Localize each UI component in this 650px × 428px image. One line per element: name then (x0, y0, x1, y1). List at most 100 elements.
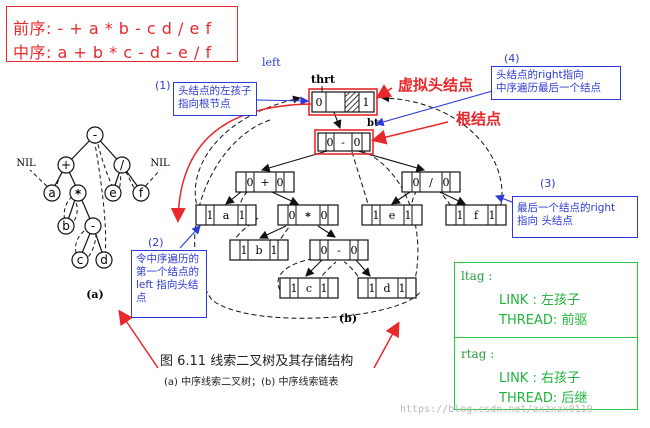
note2-line: 令中序遍历的 (136, 253, 199, 265)
svg-text:1: 1 (399, 282, 406, 295)
svg-text:0: 0 (277, 176, 284, 189)
figure-caption-title: 图 6.11 线索二叉树及其存储结构 (160, 354, 354, 369)
svg-text:1: 1 (207, 209, 214, 222)
svg-text:0: 0 (354, 136, 361, 149)
inorder-text: 中序: a + b * c - d - e / f (13, 43, 212, 62)
svg-text:0: 0 (327, 136, 334, 149)
rtag-title: rtag : (461, 347, 495, 361)
svg-text:e: e (389, 209, 396, 222)
note2-line: 第一个结点的 (136, 266, 199, 278)
tree-a-node: b (57, 217, 75, 235)
svg-text:1: 1 (369, 282, 376, 295)
note3-line: 最后一个结点的right (517, 202, 616, 214)
svg-text:f: f (139, 186, 144, 200)
legend-divider (455, 337, 637, 338)
red-arrows (118, 84, 449, 369)
root-label: 根结点 (456, 110, 502, 128)
svg-text:1: 1 (271, 244, 278, 257)
tree-a-node: - (86, 126, 104, 144)
tree-a-node: f (132, 184, 150, 202)
svg-text:1: 1 (291, 282, 298, 295)
tree-a-node: e (104, 184, 122, 202)
svg-text:d: d (100, 253, 108, 267)
note2-line: left 指向头结 (136, 279, 199, 291)
note1-number: (1) (155, 79, 171, 92)
tree-a-node: / (113, 156, 131, 174)
svg-text:/: / (429, 176, 433, 189)
svg-text:0: 0 (321, 244, 328, 257)
note2-line: 点 (136, 292, 147, 304)
virtual-head-label: 虚拟头结点 (398, 76, 474, 94)
svg-text:-: - (341, 136, 345, 149)
note4-line: 头结点的right指向 (496, 69, 584, 81)
tree-a-nil-left: NIL (16, 158, 36, 169)
note3-number: (3) (540, 177, 556, 190)
svg-text:-: - (91, 219, 95, 233)
svg-text:0: 0 (289, 209, 296, 222)
minus2-node: 0-0 (309, 239, 369, 261)
svg-text:b: b (255, 244, 262, 257)
watermark: https://blog.csdn.net/zxzxzx0119 (400, 404, 593, 415)
svg-text:d: d (383, 282, 390, 295)
tag-legend: ltag : LINK : 左孩子 THREAD: 前驱 rtag : LINK… (454, 262, 638, 410)
note4-line: 中序遍历最后一个结点 (496, 82, 601, 94)
svg-text:0: 0 (351, 244, 358, 257)
star-node: 0 * 0 (277, 204, 339, 226)
svg-text:1: 1 (363, 96, 370, 109)
note2-number: (2) (148, 236, 164, 249)
tree-a-node: + (57, 156, 75, 174)
preorder-text: 前序: - + a * b - c d / e f (13, 19, 212, 38)
svg-text:1: 1 (321, 282, 328, 295)
tree-a-label: (a) (86, 288, 104, 301)
svg-text:f: f (474, 209, 479, 222)
svg-text:+: + (61, 158, 71, 172)
blue-arrows (179, 89, 513, 249)
svg-text:0: 0 (247, 176, 254, 189)
ltag-link: LINK : 左孩子 (499, 293, 580, 308)
bt-label: bt (367, 118, 379, 129)
tree-a-node: - (84, 217, 102, 235)
note1-line: 指向根节点 (178, 98, 231, 110)
note1-line: 头结点的左孩子 (178, 85, 252, 97)
svg-text:0: 0 (316, 96, 323, 109)
svg-text:1: 1 (457, 209, 464, 222)
svg-text:c: c (306, 282, 312, 295)
svg-text:1: 1 (373, 209, 380, 222)
note3-line: 指向 头结点 (517, 215, 573, 227)
ltag-thread: THREAD: 前驱 (499, 313, 588, 328)
note3-box: 最后一个结点的right 指向 头结点 (512, 196, 638, 238)
svg-text:c: c (77, 253, 84, 267)
svg-text:e: e (109, 186, 116, 200)
ltag-title: ltag : (461, 269, 493, 283)
rtag-link: LINK : 右孩子 (499, 371, 580, 386)
tree-a-node: d (95, 251, 113, 269)
svg-text:b: b (62, 219, 70, 233)
svg-text:1: 1 (489, 209, 496, 222)
svg-text:0: 0 (443, 176, 450, 189)
note1-left-label: left (262, 56, 281, 69)
svg-text:*: * (305, 210, 311, 223)
tree-a-nil-right: NIL (150, 158, 170, 169)
svg-text:a: a (223, 209, 230, 222)
svg-text:0: 0 (413, 176, 420, 189)
note4-box: 头结点的right指向 中序遍历最后一个结点 (491, 66, 621, 100)
svg-text:1: 1 (405, 209, 412, 222)
svg-text:/: / (120, 158, 125, 172)
tree-a-node: c (71, 251, 89, 269)
note4-number: (4) (504, 52, 520, 65)
figure-caption-subtitle: (a) 中序线索二叉树；(b) 中序线索链表 (164, 377, 339, 388)
svg-text:a: a (48, 186, 55, 200)
svg-text:+: + (260, 176, 269, 189)
tree-a-node: a (43, 184, 61, 202)
thrt-label: thrt (311, 73, 336, 86)
tree-a-nodes: - + / a * e f b - c d (43, 126, 150, 269)
root-node: 0-0 (317, 132, 371, 152)
svg-text:0: 0 (321, 209, 328, 222)
